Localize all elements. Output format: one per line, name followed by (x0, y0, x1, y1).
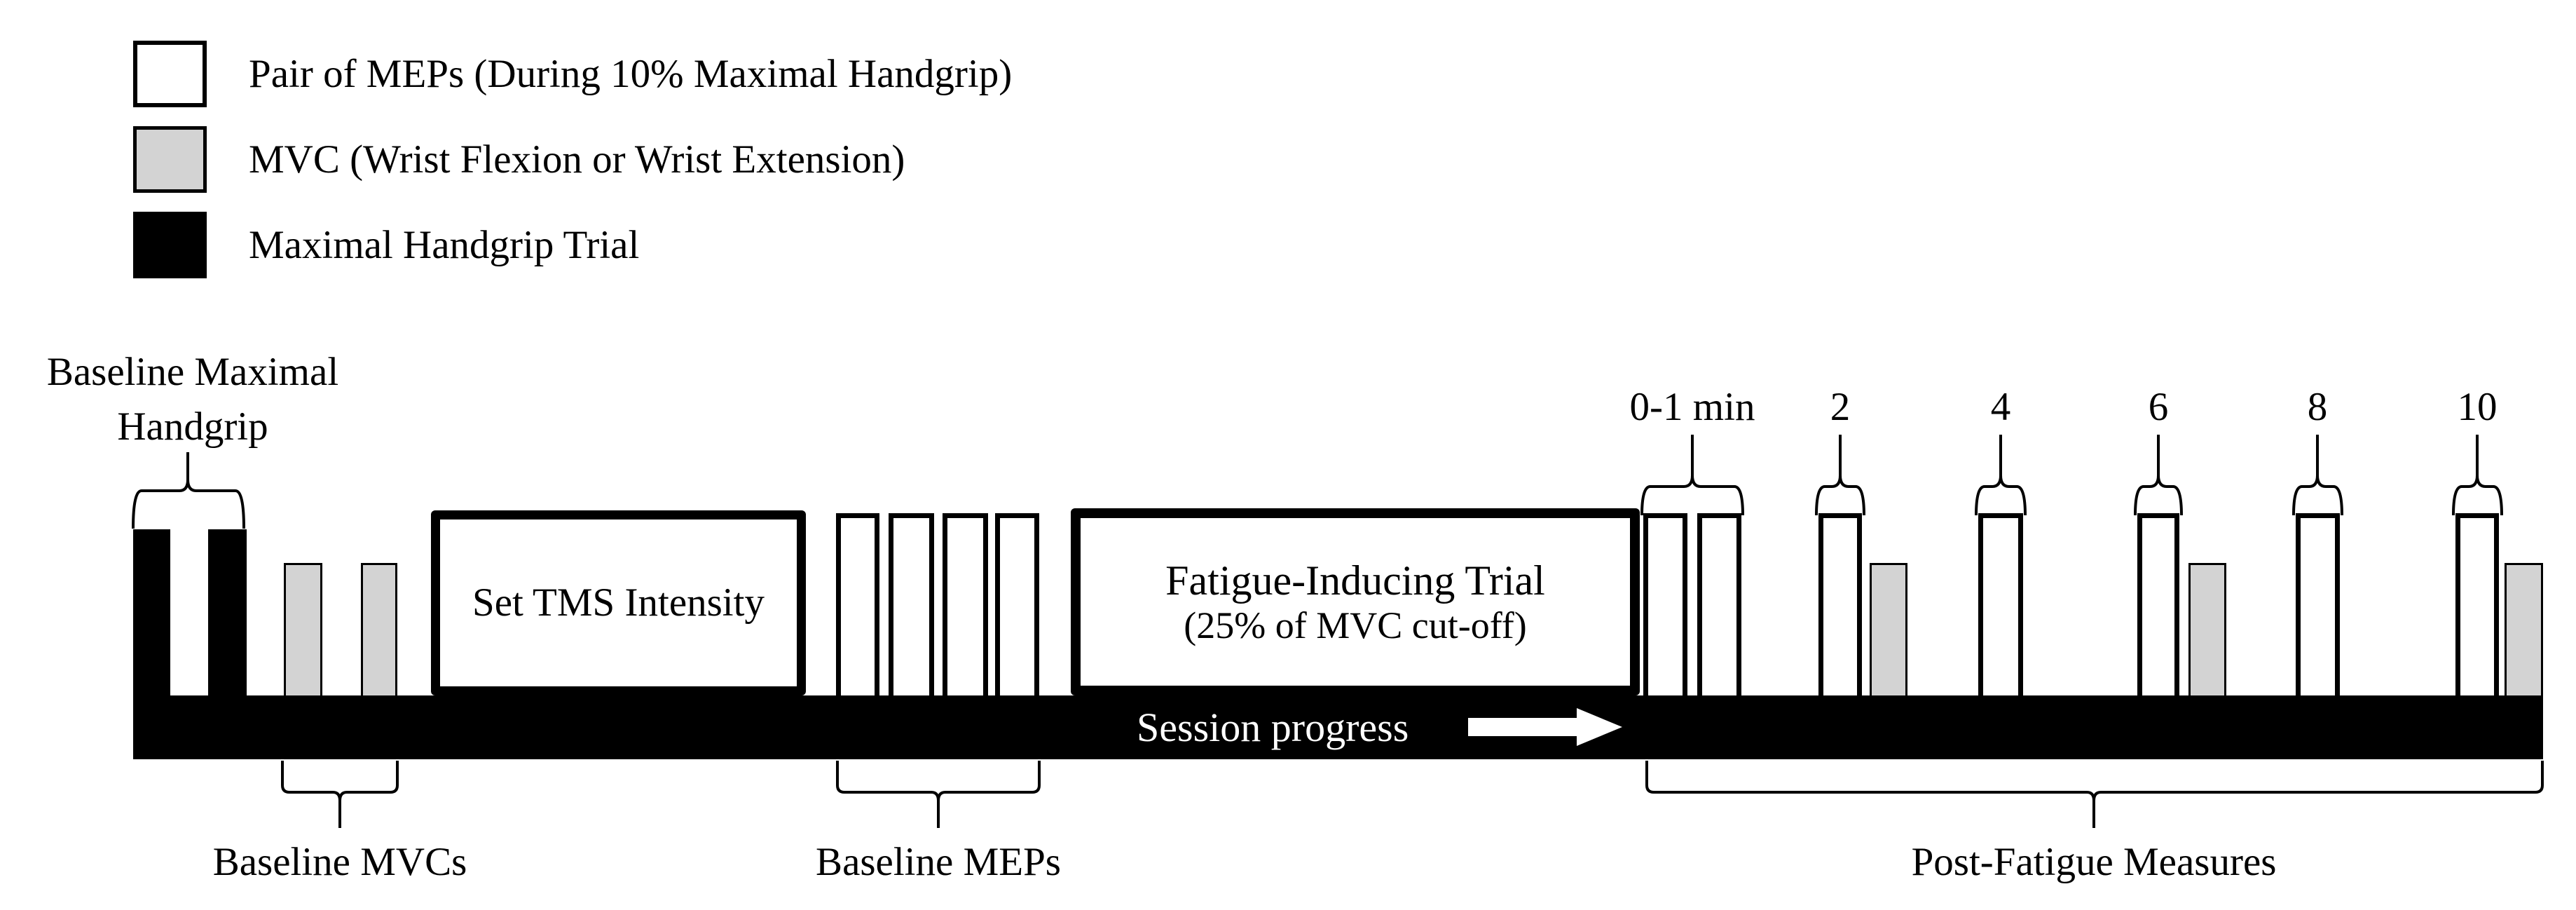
timepoint-label-0-1min: 0-1 min (1629, 385, 1755, 429)
baseline-handgrip-label-line1: Baseline Maximal (46, 350, 339, 394)
baseline-mvc-bar-2 (361, 563, 397, 695)
post-mvc-bar-2min (1870, 563, 1907, 695)
baseline-handgrip-label: Baseline Maximal Handgrip (47, 345, 338, 454)
timeline-bar (133, 695, 2543, 759)
brace-post-0-1 (1640, 435, 1744, 516)
brace-baseline-meps (836, 761, 1041, 828)
baseline-handgrip-bar-2 (208, 529, 247, 695)
baseline-mvcs-label: Baseline MVCs (212, 840, 467, 884)
legend-label-mep-pair: Pair of MEPs (During 10% Maximal Handgri… (249, 52, 1013, 96)
post-mep-bar-1min (1697, 513, 1741, 695)
legend-swatch-maximal-handgrip (133, 212, 207, 278)
brace-post-6 (2134, 435, 2183, 516)
timepoint-label-8: 8 (2307, 385, 2328, 429)
post-mvc-bar-6min (2188, 563, 2226, 695)
brace-post-fatigue (1645, 761, 2544, 828)
timepoint-label-4: 4 (1990, 385, 2011, 429)
baseline-handgrip-bar-1 (133, 529, 170, 695)
post-mep-bar-4min (1978, 513, 2023, 695)
post-fatigue-measures-label: Post-Fatigue Measures (1911, 840, 2277, 884)
brace-post-2 (1815, 435, 1865, 516)
legend-swatch-mvc (133, 126, 207, 193)
brace-post-10 (2452, 435, 2503, 516)
brace-post-4 (1975, 435, 2027, 516)
timepoint-label-2: 2 (1830, 385, 1851, 429)
set-tms-intensity-label: Set TMS Intensity (472, 580, 765, 625)
baseline-mep-bar-1 (836, 513, 879, 695)
brace-post-8 (2292, 435, 2343, 516)
fatigue-inducing-trial-box: Fatigue-Inducing Trial (25% of MVC cut-o… (1071, 508, 1640, 695)
post-mvc-bar-10min (2505, 563, 2543, 695)
fatigue-trial-subtitle: (25% of MVC cut-off) (1184, 604, 1527, 646)
fatigue-trial-title: Fatigue-Inducing Trial (1165, 557, 1545, 604)
baseline-mep-bar-3 (943, 513, 988, 695)
baseline-mvc-bar-1 (284, 563, 322, 695)
legend-swatch-mep-pair (133, 41, 207, 107)
session-progress-label: Session progress (1137, 705, 1409, 750)
post-mep-bar-8min (2296, 513, 2340, 695)
timepoint-label-6: 6 (2148, 385, 2169, 429)
baseline-meps-label: Baseline MEPs (816, 840, 1061, 884)
brace-baseline-handgrip (132, 452, 245, 529)
timepoint-label-10: 10 (2457, 385, 2498, 429)
baseline-mep-bar-2 (889, 513, 934, 695)
post-mep-bar-6min (2137, 513, 2179, 695)
post-mep-bar-10min (2455, 513, 2499, 695)
legend-label-mvc: MVC (Wrist Flexion or Wrist Extension) (249, 137, 905, 182)
post-mep-bar-2min (1818, 513, 1862, 695)
baseline-mep-bar-4 (995, 513, 1039, 695)
legend-label-maximal-handgrip: Maximal Handgrip Trial (249, 223, 640, 267)
baseline-handgrip-label-line2: Handgrip (117, 405, 268, 449)
set-tms-intensity-box: Set TMS Intensity (431, 510, 806, 695)
post-mep-bar-0min (1643, 513, 1687, 695)
brace-baseline-mvcs (281, 761, 399, 828)
